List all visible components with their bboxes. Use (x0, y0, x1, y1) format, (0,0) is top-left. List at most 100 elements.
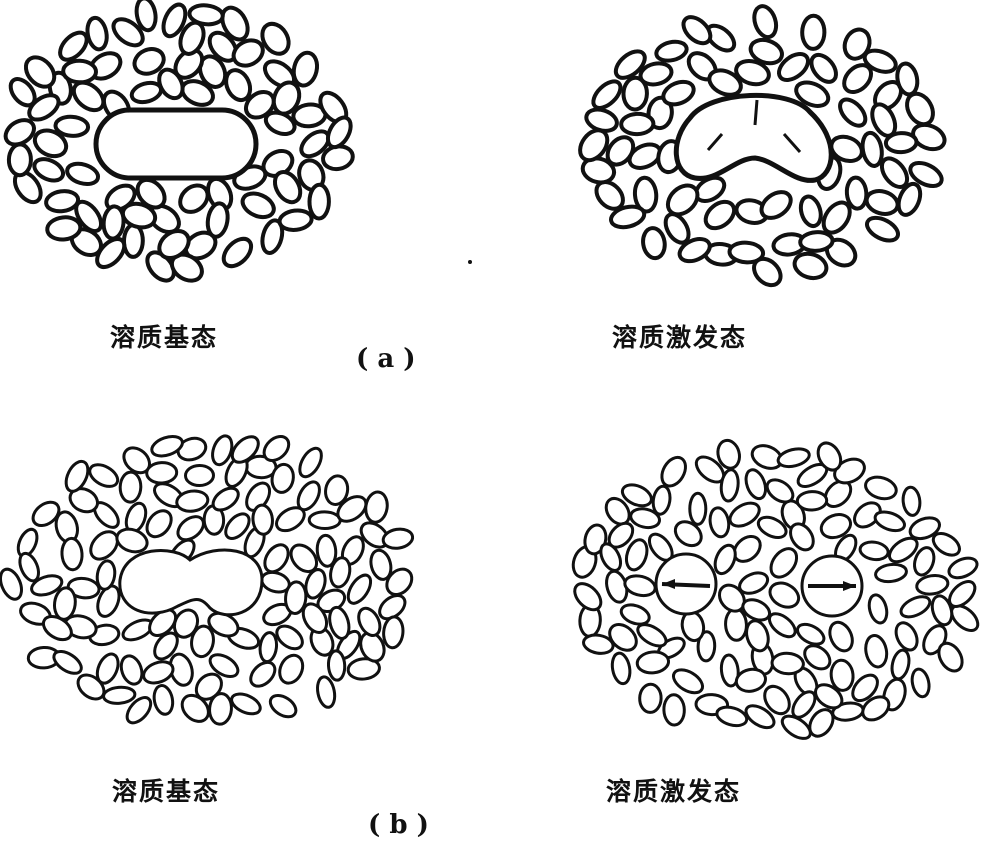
solvent-molecule (219, 234, 257, 272)
solute-dimer-cavity (120, 550, 262, 615)
solvent-molecule (118, 653, 146, 687)
solvent-molecule (63, 60, 97, 83)
solvent-molecule (309, 185, 329, 219)
solvent-molecule (9, 144, 32, 175)
solvent-molecule (915, 573, 949, 596)
caption-a-ground-state: 溶质基态 (110, 318, 218, 354)
solvent-molecule (65, 160, 101, 187)
solvent-molecule (146, 462, 177, 484)
caption-b-ground-state: 溶质基态 (112, 772, 220, 808)
solvent-molecule (742, 467, 769, 501)
solvent-molecule (621, 113, 654, 134)
solvent-molecule (239, 189, 278, 222)
solvent-molecule (826, 619, 857, 655)
solvent-molecule (205, 202, 229, 238)
solvent-molecule (284, 581, 307, 614)
solvent-molecule (802, 16, 825, 50)
solvent-molecule (863, 634, 889, 669)
caption-a-excited-state: 溶质激发态 (612, 318, 747, 354)
solvent-molecule (364, 490, 390, 523)
solvent-molecule (866, 593, 889, 625)
solvent-molecule (61, 538, 83, 571)
solvent-molecule (610, 652, 632, 685)
solvent-molecule (50, 647, 85, 678)
solvent-molecule (874, 563, 907, 584)
solvent-molecule (873, 508, 907, 534)
solvent-molecule (229, 690, 264, 718)
solvent-molecule (55, 116, 89, 137)
solute-cavity-excited (676, 95, 831, 180)
solvent-molecule (208, 693, 232, 725)
solvent-molecule (185, 465, 213, 485)
solvent-molecule (725, 608, 747, 640)
solvent-molecule (892, 619, 921, 653)
solvent-molecule (792, 250, 830, 282)
solvent-molecule (114, 525, 150, 555)
solvent-molecule (663, 694, 684, 725)
solvent-molecule (152, 684, 175, 716)
solvent-molecule (910, 668, 932, 699)
solvent-molecule (623, 77, 647, 110)
solvent-molecule (889, 648, 911, 680)
solute-cavity (96, 110, 256, 178)
solvent-molecule (800, 231, 834, 252)
solvent-molecule (766, 578, 803, 612)
panel-b-excited-state (570, 438, 981, 743)
solvent-molecule (258, 632, 278, 663)
solvent-molecule (174, 512, 208, 545)
solvent-molecule (776, 446, 811, 470)
solvent-molecule (690, 493, 706, 524)
caption-b-excited-state: 溶质激发态 (606, 772, 741, 808)
solvent-molecule (657, 453, 690, 490)
solvent-molecule (85, 16, 109, 51)
solvent-molecule (102, 206, 125, 240)
solvent-molecule (85, 526, 122, 564)
solvent-molecule (589, 77, 626, 113)
stray-dot (468, 260, 472, 264)
part-label-a: ( a ) (356, 344, 416, 374)
solvent-molecule (103, 686, 136, 705)
solvent-molecule (751, 3, 780, 40)
solvent-molecule (835, 95, 870, 130)
solvent-molecule (246, 658, 279, 691)
solvent-molecule (124, 225, 143, 257)
solvent-molecule (266, 691, 299, 721)
solvent-molecule (316, 535, 337, 567)
solvent-molecule (711, 542, 739, 576)
part-label-b: ( b ) (368, 810, 429, 840)
solvent-molecule (120, 472, 142, 503)
solvent-molecule (639, 684, 661, 713)
solvent-molecule (766, 544, 802, 582)
solvent-molecule (863, 213, 901, 245)
solvent-molecule (902, 486, 921, 516)
solvent-molecule (885, 132, 917, 153)
solvent-molecule (46, 216, 81, 241)
solvent-molecule (619, 601, 652, 627)
solvent-molecule (309, 512, 340, 529)
solvent-molecule (252, 504, 274, 535)
solvent-molecule (295, 445, 325, 481)
solvent-molecule (275, 652, 307, 687)
solvent-molecule (946, 554, 980, 581)
solvent-molecule (798, 194, 824, 228)
solvent-molecule (382, 616, 404, 649)
solvent-molecule (898, 593, 933, 621)
solvent-molecule (864, 188, 900, 218)
solvent-molecule (86, 460, 121, 491)
solvent-molecule (860, 131, 884, 167)
solvent-molecule (797, 491, 827, 510)
solvent-molecule (715, 704, 749, 729)
solvent-molecule (636, 650, 669, 674)
solvent-molecule (863, 474, 899, 503)
solvent-molecule (670, 665, 707, 697)
solvent-molecule (570, 579, 606, 615)
solvent-molecule (708, 506, 731, 538)
solvent-molecule (278, 209, 312, 232)
solvent-molecule (382, 527, 414, 550)
solvent-molecule (641, 227, 667, 260)
solvent-molecule (328, 650, 346, 680)
solvent-molecule (291, 50, 320, 87)
solvent-molecule (260, 540, 293, 576)
solvent-molecule (794, 620, 827, 648)
